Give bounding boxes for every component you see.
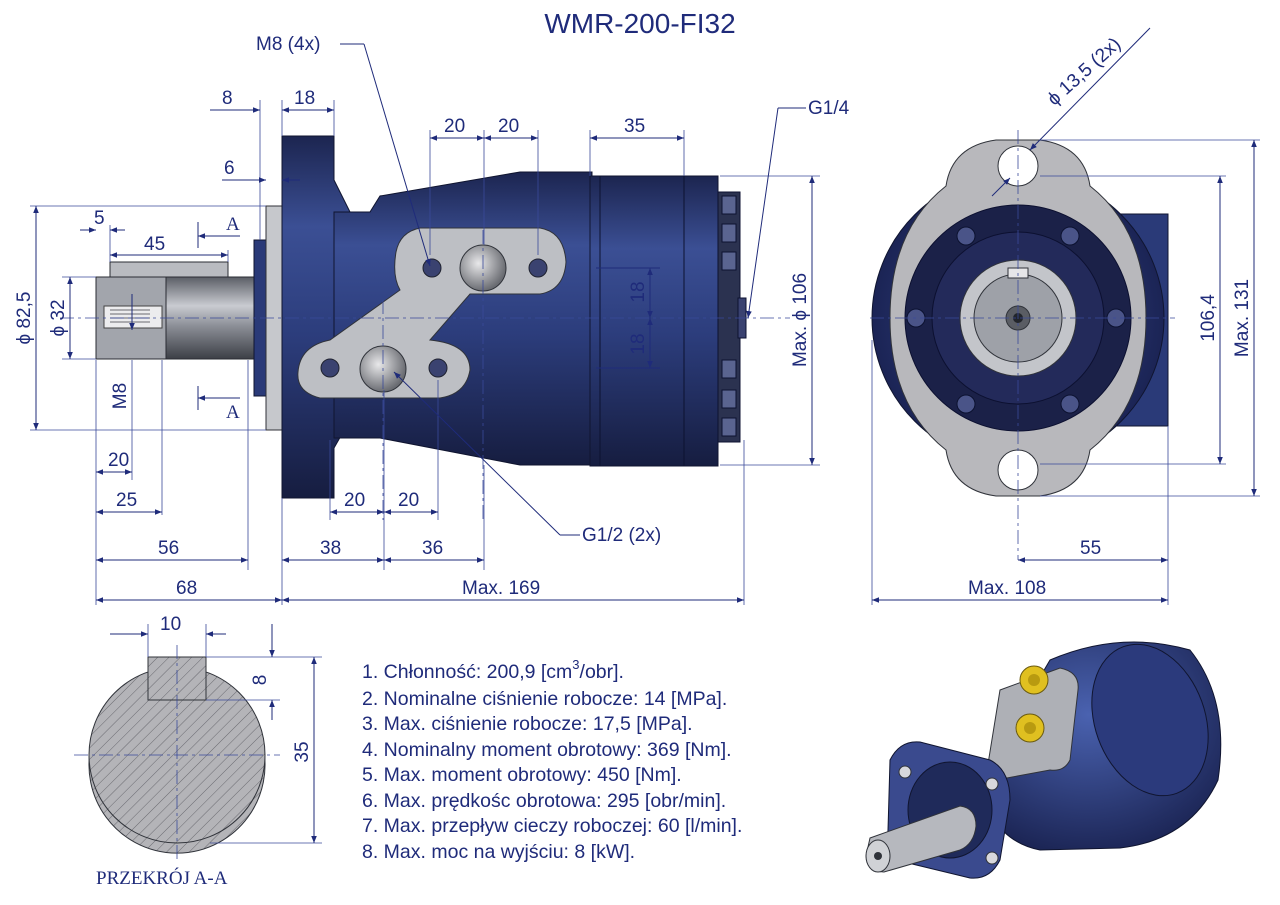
label-6: 6 [224, 158, 235, 179]
label-section-35: 35 [292, 741, 313, 762]
spec-item-4: 4. Nominalny moment obrotowy: 369 [Nm]. [362, 738, 732, 761]
drawing-title: WMR-200-FI32 [544, 8, 735, 39]
label-m8: M8 [110, 383, 131, 409]
side-view-labels: M8 (4x) 8 18 6 5 45 20 20 35 G1/4 A A ϕ … [14, 34, 850, 599]
label-section-a-bottom: A [226, 402, 240, 423]
spec-item-2: 2. Nominalne ciśnienie robocze: 14 [MPa]… [362, 687, 728, 710]
label-max-169: Max. 169 [462, 578, 540, 599]
label-5: 5 [94, 208, 105, 229]
label-55: 55 [1080, 538, 1101, 559]
label-key-width-10: 10 [160, 614, 181, 635]
label-g12: G1/2 (2x) [582, 525, 661, 546]
label-36: 36 [422, 538, 443, 559]
label-phi-32: ϕ 32 [48, 299, 69, 336]
label-20b: 20 [498, 116, 519, 137]
label-35: 35 [624, 116, 645, 137]
spec-item-7: 7. Max. przepływ cieczy roboczej: 60 [l/… [362, 815, 743, 837]
label-18-top: 18 [294, 88, 315, 109]
label-section-a-top: A [226, 214, 240, 235]
label-18a: 18 [628, 281, 649, 302]
label-20d: 20 [398, 490, 419, 511]
spec-item-1: 1. Chłonność: 200,9 [cm3/obr]. [362, 657, 624, 683]
label-20-left: 20 [108, 450, 129, 471]
side-view [60, 135, 790, 520]
label-8: 8 [222, 88, 233, 109]
label-max-phi-106: Max. ϕ 106 [790, 273, 811, 367]
label-m8-4x: M8 (4x) [256, 34, 320, 55]
isometric-view [865, 641, 1222, 879]
rotor-housing [589, 175, 719, 467]
spec-item-8: 8. Max. moc na wyjściu: 8 [kW]. [362, 840, 636, 863]
iso-port-fittings [1015, 665, 1049, 743]
label-max-108: Max. 108 [968, 578, 1046, 599]
label-hole-diameter: ϕ 13,5 (2x) [1044, 34, 1126, 110]
label-phi-82-5: ϕ 82,5 [14, 292, 35, 345]
section-caption: PRZEKRÓJ A-A [96, 867, 228, 889]
label-max-131: Max. 131 [1232, 279, 1253, 357]
label-38: 38 [320, 538, 341, 559]
end-cap-bolts [717, 191, 747, 443]
label-20a: 20 [444, 116, 465, 137]
label-g14: G1/4 [808, 98, 850, 119]
spec-item-6: 6. Max. prędkośc obrotowa: 295 [obr/min]… [362, 789, 727, 812]
front-bolts [906, 226, 1126, 414]
label-56: 56 [158, 538, 179, 559]
spec-item-3: 3. Max. ciśnienie robocze: 17,5 [MPa]. [362, 713, 693, 735]
label-key-height-8: 8 [250, 675, 271, 686]
side-view-dimensions [30, 43, 820, 605]
label-45: 45 [144, 234, 165, 255]
label-20c: 20 [344, 490, 365, 511]
section-a-a: 10 8 35 PRZEKRÓJ A-A [74, 614, 322, 889]
label-25: 25 [116, 490, 137, 511]
label-18b: 18 [628, 333, 649, 354]
spec-item-5: 5. Max. moment obrotowy: 450 [Nm]. [362, 764, 682, 786]
label-106-4: 106,4 [1198, 294, 1219, 342]
specifications-list: 1. Chłonność: 200,9 [cm3/obr]. 2. Nomina… [362, 657, 842, 865]
front-view-dimensions: ϕ 13,5 (2x) 106,4 Max. 131 55 Max. 108 [871, 27, 1260, 605]
label-68: 68 [176, 578, 197, 599]
shaft-key [109, 261, 229, 278]
front-view [870, 130, 1175, 560]
